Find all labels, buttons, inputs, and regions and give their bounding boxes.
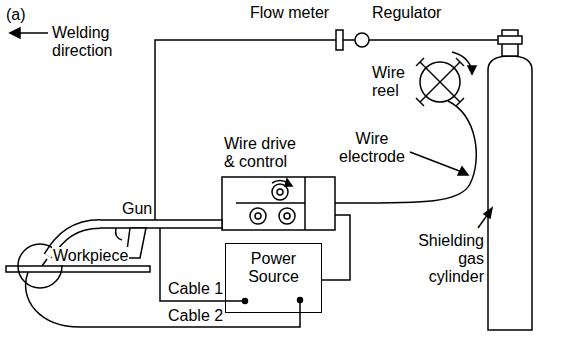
box-label: Power Source (243, 250, 305, 286)
flow-meter-symbol (336, 30, 343, 50)
wire-electrode (236, 202, 305, 204)
wire-electrode (335, 101, 476, 203)
reel-spoke-cap (456, 58, 464, 66)
arrowhead (285, 179, 292, 186)
arrowhead (458, 167, 468, 175)
reel-spoke-cap (456, 98, 464, 106)
reel-spoke (420, 62, 460, 102)
wire-drive-box (222, 177, 335, 230)
gas-hose (369, 39, 498, 41)
gun-trigger (116, 228, 122, 240)
arrowhead (484, 208, 492, 218)
drive-roller (250, 208, 266, 224)
workpiece-plate (6, 266, 150, 272)
reel-spoke-cap (416, 58, 424, 66)
cable-1 (160, 228, 245, 301)
figure-tag: (a) (6, 6, 26, 24)
arrowhead (10, 28, 20, 38)
reel-spoke-cap (416, 98, 424, 106)
part-label: Regulator (372, 4, 441, 22)
direction-label: Welding direction (52, 24, 126, 60)
drive-roller-hub (277, 189, 283, 195)
regulator-symbol (355, 33, 369, 47)
wire-tip (42, 259, 47, 266)
drive-roller-hub (255, 213, 261, 219)
terminal-dot (298, 298, 303, 303)
part-label: Shielding gas cylinder (410, 232, 484, 286)
direction-arrow (18, 32, 48, 34)
drive-roller (279, 208, 295, 224)
reel-spoke (420, 62, 460, 102)
cable-label: Cable 1 (168, 280, 223, 298)
control-cable (322, 215, 350, 280)
part-label: Wire drive & control (224, 135, 304, 171)
part-label: Wire reel (372, 64, 412, 100)
terminal-dot (243, 299, 248, 304)
part-label: Workpiece (52, 247, 129, 265)
arrowhead (468, 66, 476, 74)
part-label: Wire electrode (335, 130, 409, 166)
power-source-box: Power Source (225, 243, 322, 313)
drive-roller-hub (284, 213, 290, 219)
gas-cylinder (488, 56, 532, 330)
gun-tube (98, 220, 222, 228)
cable-label: Cable 2 (168, 307, 223, 325)
gas-hose (343, 39, 355, 41)
part-label: Flow meter (250, 4, 329, 22)
part-label: Gun (122, 200, 152, 218)
cylinder-valve (498, 36, 522, 44)
leader-line (410, 152, 462, 172)
wire-reel (420, 62, 460, 102)
